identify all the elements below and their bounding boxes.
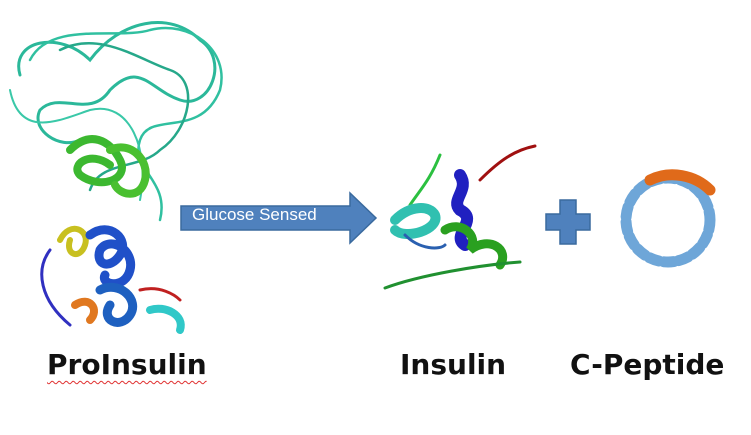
glucose-sensed-label: Glucose Sensed (192, 205, 317, 224)
proinsulin-label: ProInsulin (47, 348, 207, 381)
glucose-sensed-arrow (180, 191, 378, 245)
insulin-structure-image (383, 144, 537, 290)
insulin-label: Insulin (400, 348, 507, 381)
c-peptide-structure-image (620, 169, 716, 268)
c-peptide-label: C-Peptide (570, 348, 725, 381)
proinsulin-structure-image (9, 21, 223, 334)
plus-icon (545, 199, 591, 245)
